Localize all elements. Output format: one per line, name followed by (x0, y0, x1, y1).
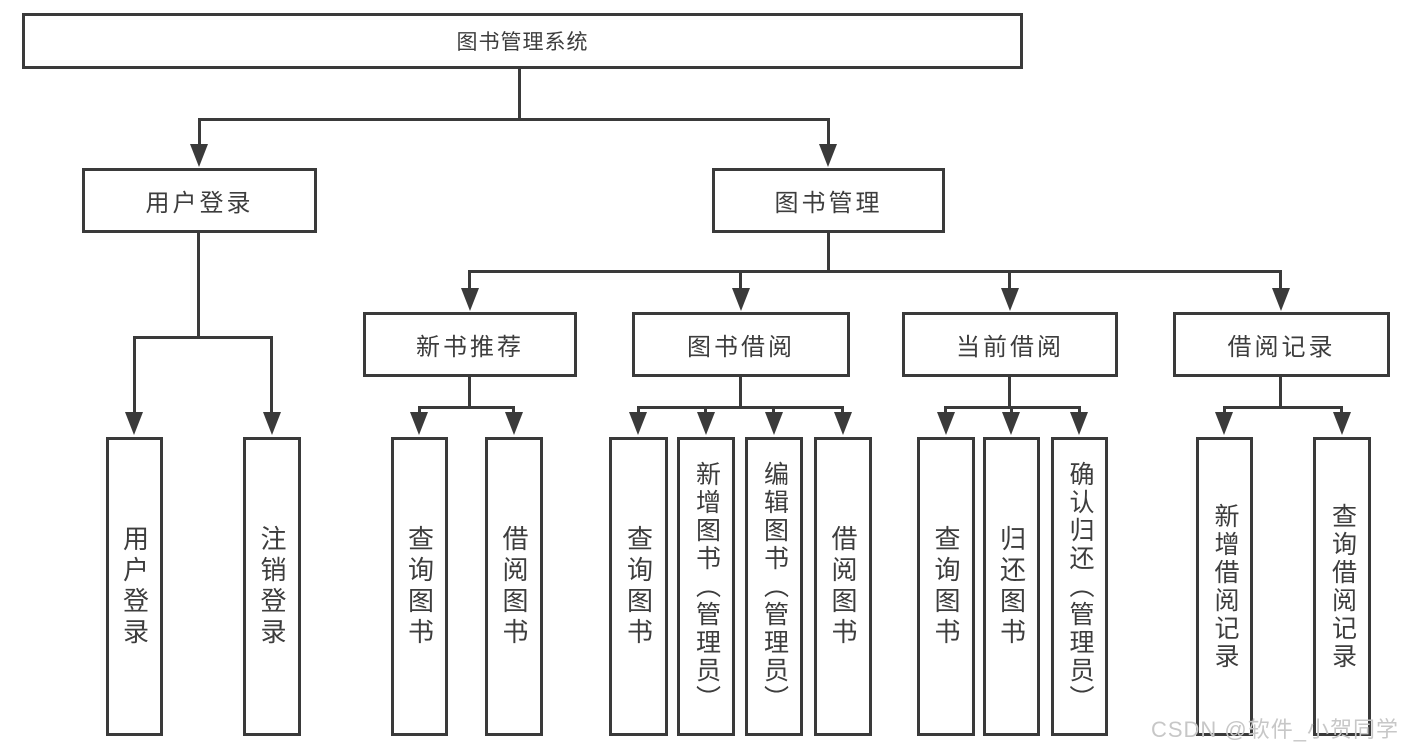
arrow-down-icon (505, 412, 523, 435)
node-leaf-add-books-admin: 新增图书（管理员） (677, 437, 735, 736)
node-label: 借阅图书 (828, 524, 858, 649)
connector-shaft (1279, 270, 1282, 292)
node-label: 用户登录 (145, 190, 254, 217)
connector-shaft (1223, 406, 1226, 416)
node-label: 注销登录 (257, 524, 287, 649)
arrow-down-icon (125, 412, 143, 435)
arrow-down-icon (732, 288, 750, 311)
node-root-system: 图书管理系统 (22, 13, 1023, 69)
connector-stem (468, 377, 471, 409)
connector-shaft (772, 406, 775, 416)
arrow-down-icon (1333, 412, 1351, 435)
node-leaf-user-login: 用户登录 (106, 437, 163, 736)
connector-shaft (739, 270, 742, 292)
connector-shaft (133, 336, 136, 416)
connector-shaft (418, 406, 421, 416)
connector-shaft (1078, 406, 1081, 416)
arrow-down-icon (937, 412, 955, 435)
node-leaf-return-books: 归还图书 (983, 437, 1040, 736)
connector-shaft-user-login (198, 118, 201, 148)
connector-shaft (704, 406, 707, 416)
connector-stem (739, 377, 742, 409)
arrow-down-icon (629, 412, 647, 435)
arrow-down-icon (834, 412, 852, 435)
node-leaf-logout: 注销登录 (243, 437, 301, 736)
node-label: 查询图书 (931, 524, 961, 649)
node-label: 当前借阅 (956, 334, 1064, 361)
node-leaf-query-books: 查询图书 (391, 437, 448, 736)
connector-stem-user-login (197, 233, 200, 339)
connector-junction (418, 406, 515, 409)
node-label: 新书推荐 (416, 334, 524, 361)
arrow-down-icon (1070, 412, 1088, 435)
connector-stem (1008, 377, 1011, 409)
connector-shaft (841, 406, 844, 416)
arrow-down-icon (461, 288, 479, 311)
node-label: 用户登录 (119, 524, 150, 649)
node-book-borrowing: 图书借阅 (632, 312, 850, 377)
node-leaf-borrow-books: 借阅图书 (485, 437, 543, 736)
arrow-down-icon (697, 412, 715, 435)
arrow-down-icon (1215, 412, 1233, 435)
connector-shaft (1008, 270, 1011, 292)
arrow-down-icon (1001, 288, 1019, 311)
node-leaf-query-books: 查询图书 (609, 437, 668, 736)
node-label: 图书管理系统 (456, 31, 589, 54)
node-current-borrowing: 当前借阅 (902, 312, 1118, 377)
node-leaf-query-books: 查询图书 (917, 437, 975, 736)
connector-shaft-book-mgmt (827, 118, 830, 148)
node-leaf-add-borrow-record: 新增借阅记录 (1196, 437, 1253, 736)
connector-junction-level1 (198, 118, 830, 121)
node-book-management-branch: 图书管理 (712, 168, 945, 233)
node-label: 查询图书 (404, 524, 435, 649)
arrow-down-icon (190, 144, 208, 167)
connector-shaft (512, 406, 515, 416)
connector-shaft (944, 406, 947, 416)
node-leaf-query-borrow-record: 查询借阅记录 (1313, 437, 1371, 736)
node-label: 确认归还（管理员） (1066, 460, 1094, 713)
csdn-watermark: CSDN @软件_小贺同学 (1150, 717, 1399, 742)
node-leaf-edit-books-admin: 编辑图书（管理员） (745, 437, 803, 736)
node-user-login-branch: 用户登录 (82, 168, 317, 233)
connector-junction-user-login (133, 336, 273, 339)
connector-shaft (637, 406, 640, 416)
node-label: 借阅记录 (1227, 334, 1336, 361)
node-leaf-confirm-return-admin: 确认归还（管理员） (1051, 437, 1108, 736)
connector-junction-level2 (468, 270, 1282, 273)
connector-stem (1279, 377, 1282, 409)
connector-stem-root (518, 69, 521, 121)
arrow-down-icon (263, 412, 281, 435)
node-leaf-borrow-books: 借阅图书 (814, 437, 872, 736)
node-label: 查询借阅记录 (1328, 502, 1357, 671)
connector-junction (637, 406, 844, 409)
node-label: 查询图书 (623, 524, 654, 649)
node-new-book-recommend: 新书推荐 (363, 312, 577, 377)
arrow-down-icon (819, 144, 837, 167)
node-label: 编辑图书（管理员） (760, 460, 789, 713)
node-label: 新增图书（管理员） (692, 460, 721, 713)
arrow-down-icon (765, 412, 783, 435)
arrow-down-icon (1002, 412, 1020, 435)
arrow-down-icon (1272, 288, 1290, 311)
connector-shaft (468, 270, 471, 292)
node-label: 图书管理 (774, 190, 883, 217)
connector-junction (1223, 406, 1343, 409)
arrow-down-icon (410, 412, 428, 435)
node-label: 图书借阅 (687, 334, 795, 361)
node-label: 归还图书 (996, 524, 1027, 649)
connector-shaft (1010, 406, 1013, 416)
connector-shaft (270, 336, 273, 416)
node-borrowing-records: 借阅记录 (1173, 312, 1390, 377)
node-label: 借阅图书 (499, 524, 529, 649)
connector-stem-book-mgmt (827, 233, 830, 273)
node-label: 新增借阅记录 (1211, 502, 1239, 671)
connector-shaft (1340, 406, 1343, 416)
